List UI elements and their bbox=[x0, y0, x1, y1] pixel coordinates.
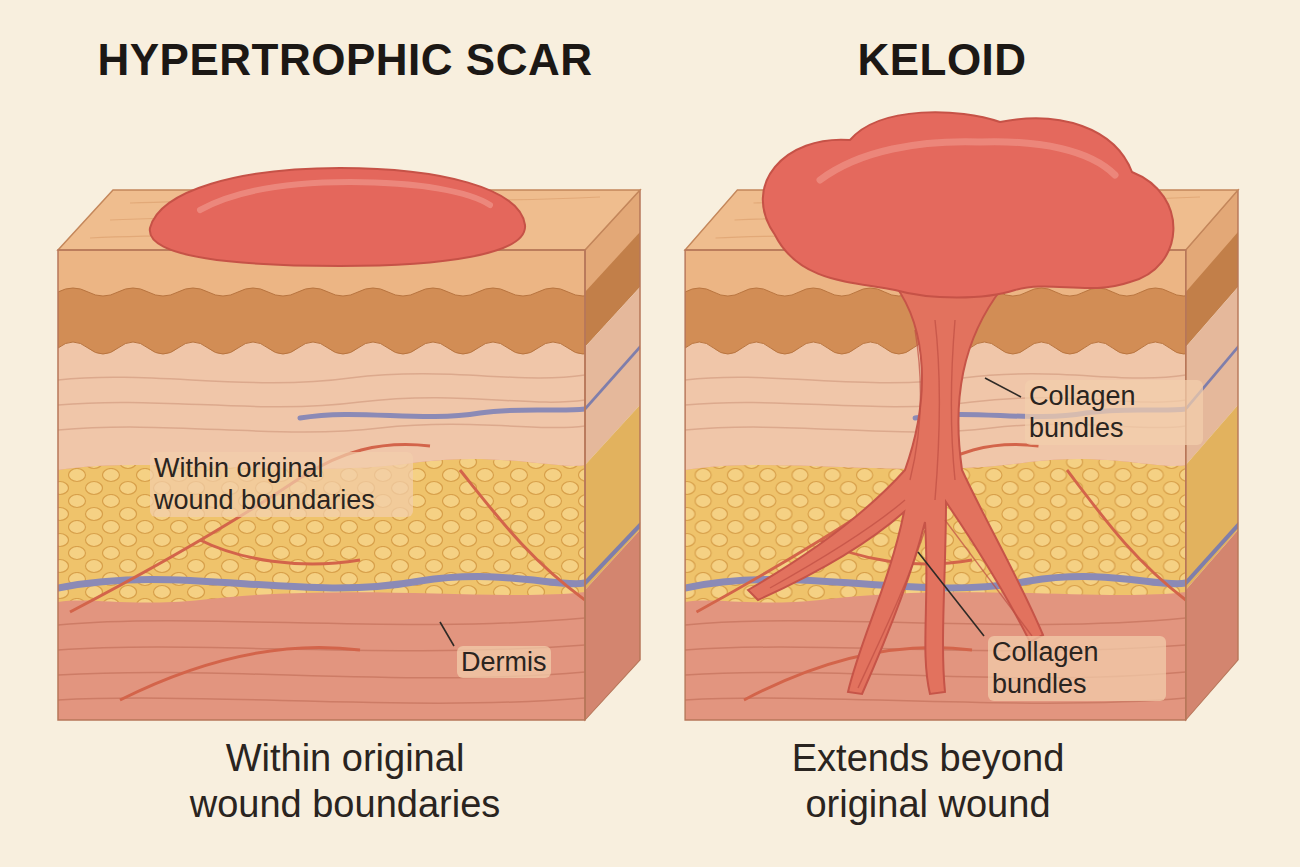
panel-caption: Extends beyond original wound bbox=[756, 736, 1101, 827]
skin-block bbox=[58, 190, 640, 720]
region-label: Within original wound boundaries bbox=[150, 452, 413, 517]
hypertrophic-scar bbox=[150, 168, 525, 266]
panel-heading: HYPERTROPHIC SCAR bbox=[98, 34, 593, 87]
panel-heading: KELOID bbox=[857, 34, 1026, 87]
leader-lines bbox=[440, 378, 1021, 646]
structure-label: Collagen bundles bbox=[988, 636, 1166, 701]
panel-caption: Within original wound boundaries bbox=[173, 736, 518, 827]
structure-label: Collagen bundles bbox=[1025, 380, 1203, 445]
layer-label: Dermis bbox=[457, 646, 551, 678]
